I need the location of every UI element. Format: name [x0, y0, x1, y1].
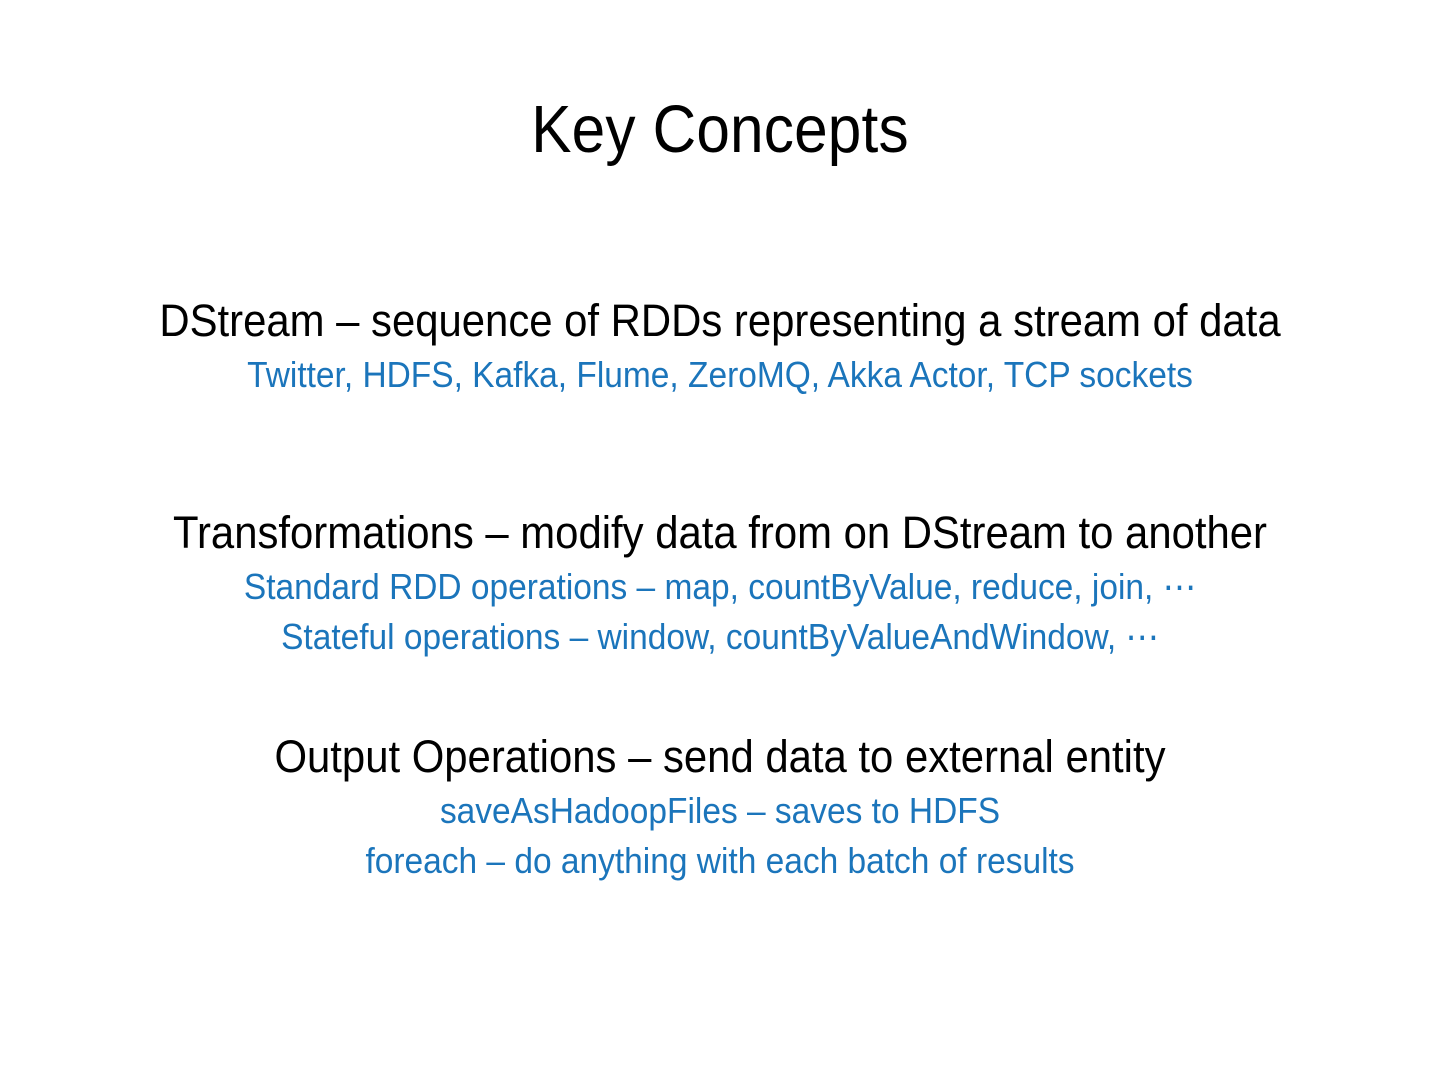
- section-spacer-2: [0, 662, 1440, 732]
- concept-detail-foreach: foreach – do anything with each batch of…: [365, 840, 1075, 881]
- concept-detail-standard-rdd-operations: Standard RDD operations – map, countByVa…: [243, 566, 1197, 607]
- page-title: Key Concepts: [531, 92, 909, 167]
- concept-group-dstream: DStream – sequence of RDDs representing …: [0, 296, 1440, 400]
- section-spacer-1: [0, 400, 1440, 508]
- concept-heading-transformations: Transformations – modify data from on DS…: [172, 507, 1267, 558]
- concept-detail-stateful-operations: Stateful operations – window, countByVal…: [281, 616, 1159, 657]
- concept-heading-output-operations: Output Operations – send data to externa…: [274, 731, 1166, 782]
- concept-group-output-operations: Output Operations – send data to externa…: [0, 732, 1440, 886]
- concept-detail-save-as-hadoop-files: saveAsHadoopFiles – saves to HDFS: [439, 790, 1001, 831]
- concept-heading-dstream: DStream – sequence of RDDs representing …: [159, 295, 1281, 346]
- concept-detail-dstream-sources: Twitter, HDFS, Kafka, Flume, ZeroMQ, Akk…: [247, 354, 1193, 395]
- concept-group-transformations: Transformations – modify data from on DS…: [0, 508, 1440, 662]
- slide-body: DStream – sequence of RDDs representing …: [0, 296, 1440, 886]
